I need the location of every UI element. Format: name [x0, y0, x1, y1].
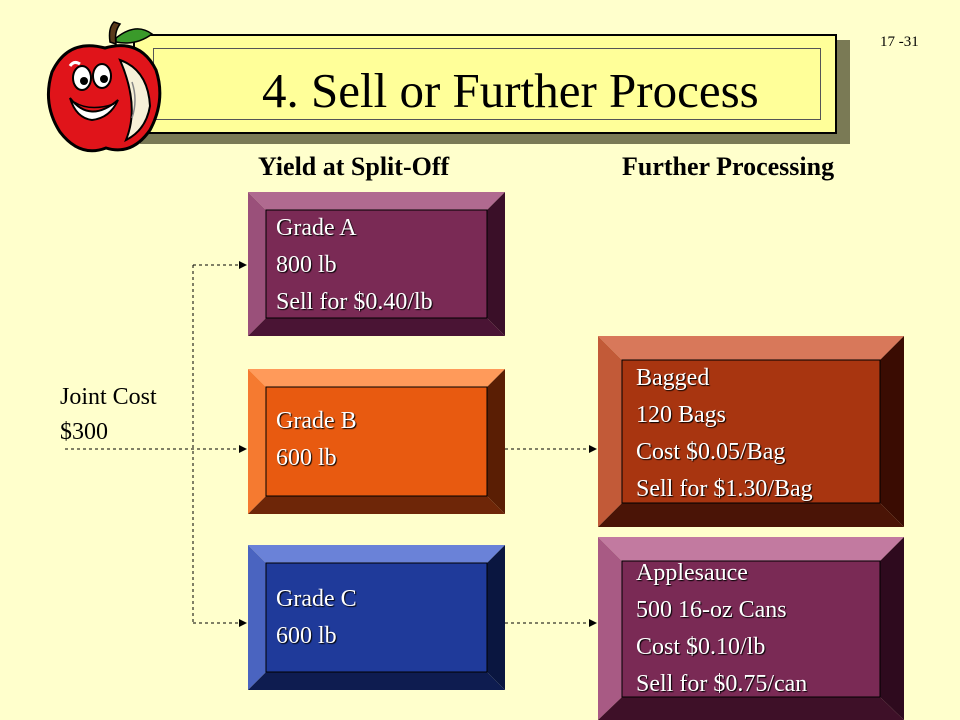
box-grade-a: Grade A 800 lb Sell for $0.40/lb	[248, 192, 505, 336]
box-applesauce: Applesauce 500 16-oz Cans Cost $0.10/lb …	[598, 537, 904, 720]
joint-cost-title: Joint Cost	[60, 384, 157, 410]
box-bagged: Bagged 120 Bags Cost $0.05/Bag Sell for …	[598, 336, 904, 527]
heading-yield-at-split-off: Yield at Split-Off	[258, 152, 450, 181]
grade-c-name: Grade C	[276, 586, 357, 612]
slide-number: 17 -31	[880, 34, 919, 50]
box-grade-c-bevel	[248, 545, 505, 690]
grade-b-name: Grade B	[276, 408, 357, 434]
box-bagged-text: Bagged 120 Bags Cost $0.05/Bag Sell for …	[636, 360, 813, 508]
applesauce-price: Sell for $0.75/can	[636, 671, 808, 697]
slide-title: 4. Sell or Further Process	[262, 63, 759, 118]
grade-a-price: Sell for $0.40/lb	[276, 289, 433, 315]
grade-a-name: Grade A	[276, 215, 357, 241]
box-applesauce-bevel	[598, 537, 904, 720]
applesauce-cost: Cost $0.10/lb	[636, 634, 766, 660]
box-applesauce-text: Applesauce 500 16-oz Cans Cost $0.10/lb …	[636, 555, 807, 703]
grade-c-quantity: 600 lb	[276, 623, 337, 649]
joint-cost-amount: $300	[60, 419, 108, 445]
bagged-name: Bagged	[636, 365, 710, 391]
box-grade-a-text: Grade A 800 lb Sell for $0.40/lb	[276, 210, 433, 321]
box-grade-b: Grade B 600 lb	[248, 369, 505, 514]
box-grade-c: Grade C 600 lb	[248, 545, 505, 690]
applesauce-name: Applesauce	[636, 560, 748, 586]
box-grade-c-text: Grade C 600 lb	[276, 581, 357, 655]
box-grade-b-text: Grade B 600 lb	[276, 403, 357, 477]
title-banner	[133, 34, 837, 134]
apple-mascot-icon	[46, 21, 162, 153]
box-grade-a-bevel	[248, 192, 505, 336]
heading-further-processing: Further Processing	[622, 152, 835, 181]
applesauce-quantity: 500 16-oz Cans	[636, 597, 787, 623]
joint-cost-label: Joint Cost $300	[60, 380, 157, 450]
bagged-price: Sell for $1.30/Bag	[636, 476, 813, 502]
grade-b-quantity: 600 lb	[276, 445, 337, 471]
grade-a-quantity: 800 lb	[276, 252, 337, 278]
box-bagged-bevel	[598, 336, 904, 527]
bagged-quantity: 120 Bags	[636, 402, 726, 428]
box-grade-b-bevel	[248, 369, 505, 514]
bagged-cost: Cost $0.05/Bag	[636, 439, 786, 465]
